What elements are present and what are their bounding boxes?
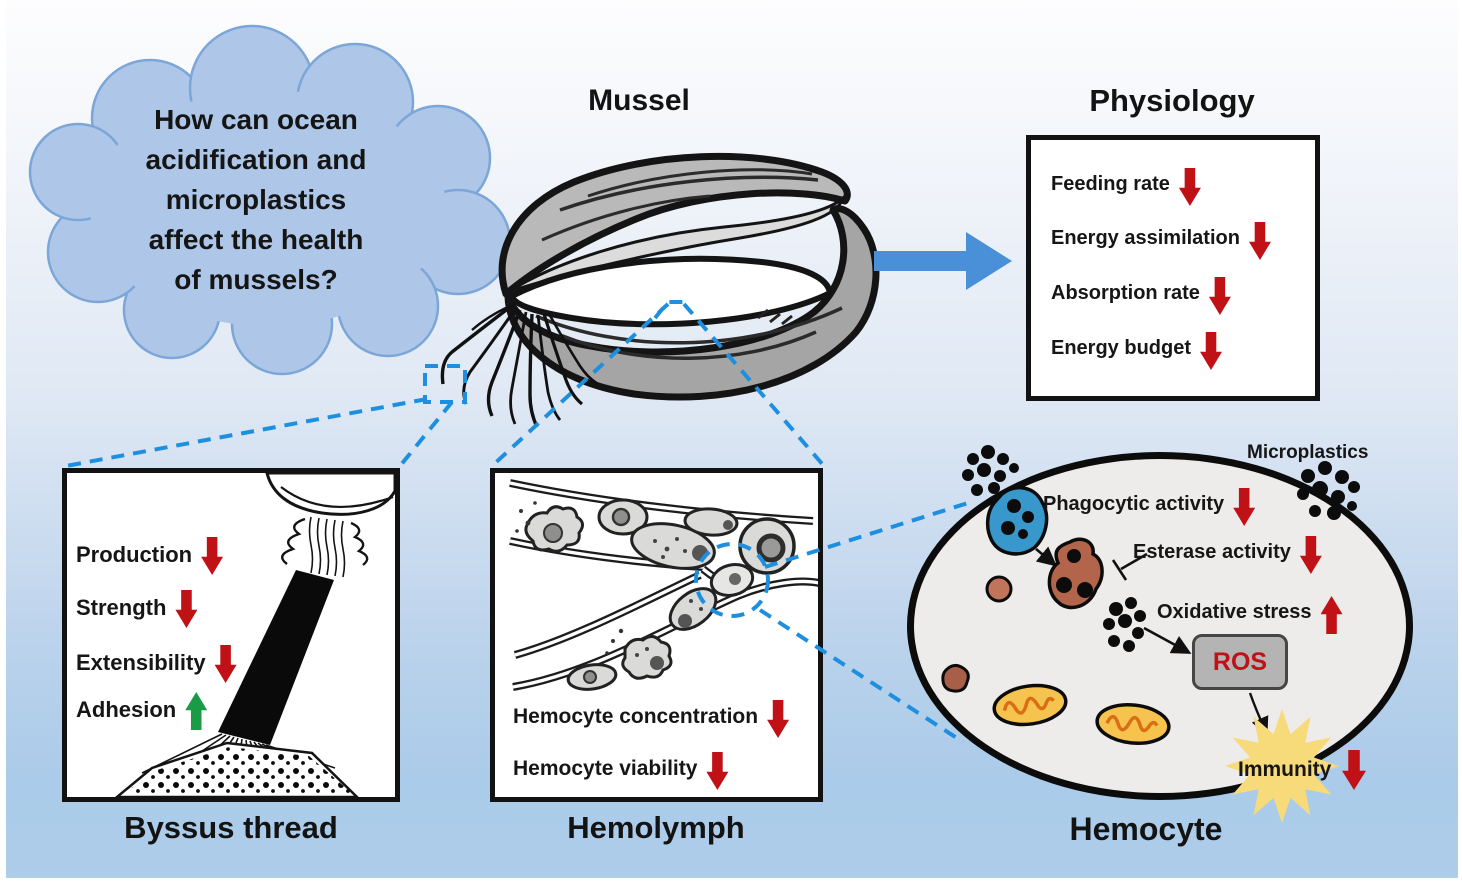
- research-question: How can ocean acidification and micropla…: [145, 104, 367, 295]
- immunity-star: [1225, 709, 1339, 823]
- brown-granule: [985, 575, 1013, 603]
- byssus-panel: Production Strength Extensibility Adhesi…: [62, 468, 400, 802]
- phagocyte-blue-cell: [985, 485, 1049, 556]
- byssus-item: Extensibility: [76, 645, 237, 683]
- byssus-zoom-box: [423, 364, 467, 404]
- zoom-connectors: [65, 300, 969, 744]
- hemocyte-title: Hemocyte: [1069, 811, 1223, 847]
- figure-margin: [0, 878, 1462, 886]
- arrow-blue-to-brown-cell: [1035, 546, 1057, 567]
- byssus-item: Adhesion: [76, 692, 208, 730]
- connector-to-hemocyte: [764, 501, 969, 569]
- phagosome-brown-cell: [1047, 537, 1104, 610]
- hemocyte-item: Esterase activity: [1133, 536, 1322, 574]
- physiology-title: Physiology: [1089, 83, 1255, 118]
- hemocyte-item: Phagocytic activity: [1043, 488, 1256, 526]
- physiology-panel: Feeding rate Energy assimilation Absorpt…: [1026, 135, 1320, 401]
- increase-arrow-icon: [1320, 596, 1343, 634]
- mitochondrion: [992, 683, 1068, 727]
- byssus-item: Strength: [76, 590, 198, 628]
- physiology-item: Feeding rate: [1051, 168, 1201, 206]
- byssus-title: Byssus thread: [124, 810, 338, 845]
- hemolymph-illustration: [509, 479, 818, 691]
- mussel-label: Mussel: [588, 84, 690, 117]
- byssus-thread-illustration: [115, 473, 395, 797]
- mitochondrion: [1095, 702, 1171, 746]
- hemolymph-item: Hemocyte viability: [513, 752, 729, 790]
- decrease-arrow-icon: [1233, 488, 1256, 526]
- mussel-foot: [265, 473, 395, 516]
- microplastics-dots: [962, 445, 1360, 652]
- byssus-item: Production: [76, 537, 224, 575]
- hemocyte-item: Oxidative stress: [1157, 596, 1343, 634]
- cloud-body: [90, 90, 446, 326]
- mussel-illustration: [440, 152, 880, 428]
- physiology-item: Energy budget: [1051, 332, 1223, 370]
- figure-margin: [0, 0, 6, 886]
- ros-box: ROS: [1192, 634, 1288, 690]
- connector-to-hemolymph-panel: [490, 302, 670, 468]
- microplastics-label: Microplastics: [1247, 442, 1369, 463]
- figure-margin: [1458, 0, 1462, 886]
- byssus-thread-band: [218, 570, 334, 745]
- decrease-arrow-icon: [1299, 536, 1322, 574]
- hemocyte-zoom-circle: [694, 542, 770, 618]
- hemolymph-title: Hemolymph: [567, 810, 745, 845]
- physiology-item: Absorption rate: [1051, 277, 1231, 315]
- hemolymph-panel: Hemocyte concentration Hemocyte viabilit…: [490, 468, 823, 802]
- brown-granule: [941, 663, 970, 693]
- esterase-inhibitor-line: [1111, 552, 1148, 581]
- physiology-item: Energy assimilation: [1051, 222, 1271, 260]
- hemolymph-item: Hemocyte concentration: [513, 700, 790, 738]
- arrow-dots-to-ros: [1143, 626, 1192, 654]
- immunity-label: Immunity: [1238, 758, 1332, 781]
- flow-arrow-to-physiology: [874, 232, 1012, 290]
- corrugated-thread-section: [281, 516, 369, 578]
- connector-to-byssus-panel: [65, 397, 428, 468]
- adhesive-plaque: [115, 741, 359, 797]
- connector-to-byssus-panel: [398, 400, 454, 468]
- connector-to-hemocyte: [758, 608, 965, 744]
- hemocyte-cells: [515, 498, 796, 691]
- connector-to-hemolymph-panel: [682, 302, 826, 468]
